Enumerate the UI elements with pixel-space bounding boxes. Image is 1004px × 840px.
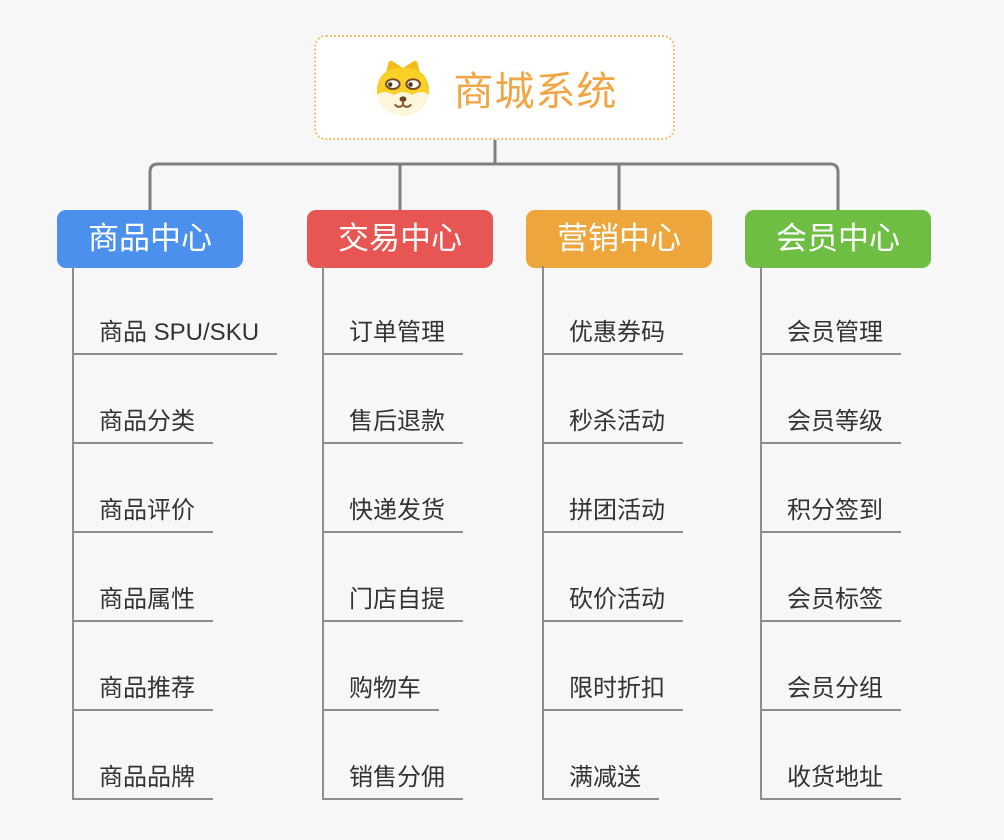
root-node[interactable]: 商城系统 — [314, 35, 675, 140]
branch-trunk-line — [542, 266, 544, 800]
leaf-node[interactable]: 秒杀活动 — [542, 407, 683, 444]
leaf-node[interactable]: 会员等级 — [760, 407, 901, 444]
leaf-node[interactable]: 会员管理 — [760, 318, 901, 355]
root-title: 商城系统 — [453, 69, 618, 114]
leaf-node[interactable]: 购物车 — [322, 674, 439, 711]
leaf-node[interactable]: 满减送 — [542, 763, 659, 800]
leaf-node[interactable]: 快递发货 — [322, 496, 463, 533]
branch-node-member[interactable]: 会员中心 — [745, 210, 931, 268]
leaf-node[interactable]: 商品品牌 — [72, 763, 213, 800]
leaf-node[interactable]: 拼团活动 — [542, 496, 683, 533]
leaf-node[interactable]: 会员标签 — [760, 585, 901, 622]
branch-node-marketing[interactable]: 营销中心 — [526, 210, 712, 268]
branch-trunk-line — [760, 266, 762, 800]
branch-trunk-line — [72, 266, 74, 800]
leaf-node[interactable]: 优惠券码 — [542, 318, 683, 355]
leaf-node[interactable]: 会员分组 — [760, 674, 901, 711]
leaf-node[interactable]: 商品属性 — [72, 585, 213, 622]
leaf-node[interactable]: 门店自提 — [322, 585, 463, 622]
leaf-node[interactable]: 商品分类 — [72, 407, 213, 444]
branch-trunk-line — [322, 266, 324, 800]
leaf-node[interactable]: 商品 SPU/SKU — [72, 318, 278, 355]
leaf-node[interactable]: 积分签到 — [760, 496, 901, 533]
leaf-node[interactable]: 收货地址 — [760, 763, 901, 800]
doge-face-icon — [372, 59, 434, 117]
leaf-node[interactable]: 售后退款 — [322, 407, 463, 444]
leaf-node[interactable]: 订单管理 — [322, 318, 463, 355]
leaf-node[interactable]: 商品评价 — [72, 496, 213, 533]
leaf-node[interactable]: 商品推荐 — [72, 674, 213, 711]
branch-node-trade[interactable]: 交易中心 — [307, 210, 493, 268]
branch-node-product[interactable]: 商品中心 — [57, 210, 243, 268]
leaf-node[interactable]: 砍价活动 — [542, 585, 683, 622]
leaf-node[interactable]: 销售分佣 — [322, 763, 463, 800]
leaf-node[interactable]: 限时折扣 — [542, 674, 683, 711]
